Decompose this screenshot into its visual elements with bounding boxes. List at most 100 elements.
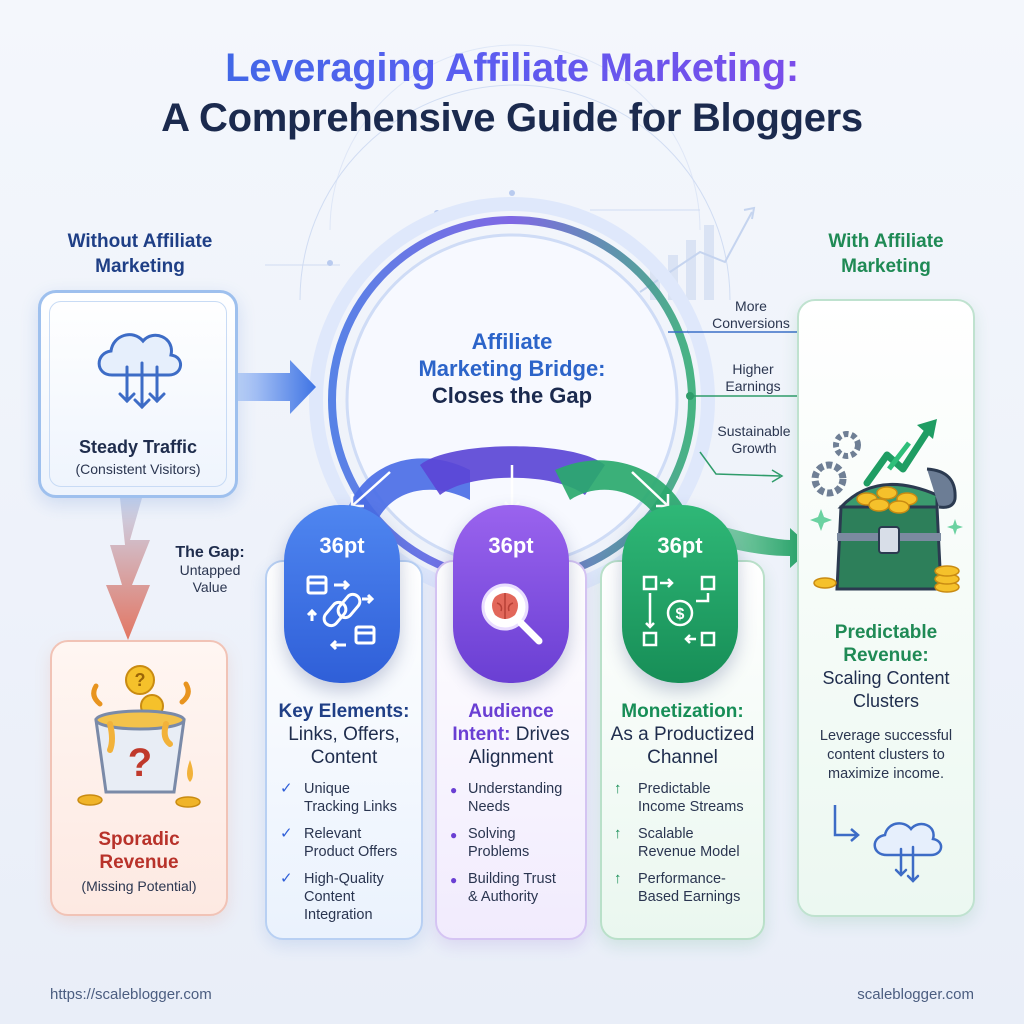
predictable-title-line-1: Predictable <box>834 622 938 643</box>
with-heading-line-1: With Affiliate <box>828 231 944 252</box>
bridge-title: Affiliate Marketing Bridge: Closes the G… <box>372 328 652 409</box>
audience-intent-badge: 36pt <box>453 505 569 683</box>
list-item-line: Needs <box>468 799 510 815</box>
svg-text:?: ? <box>135 670 146 690</box>
leaking-bucket-icon: ? ? <box>77 665 201 808</box>
bridge-line-1: Affiliate <box>471 329 553 354</box>
list-item-line: Revenue Model <box>638 844 740 860</box>
label-sust-line-1: Sustainable <box>717 423 791 439</box>
traffic-title: Steady Traffic <box>78 437 198 457</box>
list-item-line: Performance- <box>638 871 726 887</box>
steady-traffic-inner-frame <box>49 301 227 487</box>
check-circle-icon: ✓ <box>280 870 293 887</box>
list-item-line: Content <box>304 889 355 905</box>
predictable-body-line-1: Leverage successful <box>819 728 953 744</box>
arrow-up-icon: ↑ <box>614 780 622 797</box>
monetization-badge-label: 36pt <box>657 533 703 558</box>
list-item-line: Product Offers <box>304 844 398 860</box>
list-item-line: Tracking Links <box>304 799 397 815</box>
monetization-title-line-2: As a Productized <box>610 724 755 745</box>
list-item: ● Understanding Needs <box>450 780 585 816</box>
list-item: ✓ High-Quality Content Integration <box>280 870 420 924</box>
with-heading: With Affiliate Marketing <box>776 229 996 279</box>
without-heading: Without Affiliate Marketing <box>30 229 250 279</box>
footer-url-right[interactable]: scaleblogger.com <box>857 986 974 1003</box>
audience-intent-title-rest: Drives <box>515 724 570 745</box>
cloud-return-icon <box>833 805 943 883</box>
check-circle-icon: ✓ <box>280 825 293 842</box>
brain-search-icon <box>481 583 543 645</box>
list-item-line: Integration <box>304 907 373 923</box>
sporadic-revenue-card: ? ? Sporadic Revenue (Missing Potential) <box>50 640 228 916</box>
without-heading-line-1: Without Affiliate <box>67 231 213 252</box>
list-item-line: Problems <box>468 844 530 860</box>
key-elements-badge: 36pt <box>284 505 400 683</box>
sporadic-title: Sporadic Revenue <box>52 828 226 874</box>
list-item: ● Solving Problems <box>450 825 585 861</box>
predictable-sub-line-1: Scaling Content <box>822 668 950 688</box>
label-higher-line-1: Higher <box>732 361 774 377</box>
list-item: ● Building Trust & Authority <box>450 870 585 906</box>
list-item-line: High-Quality <box>304 871 384 887</box>
title-line-2: A Comprehensive Guide for Bloggers <box>161 96 863 140</box>
predictable-body: Leverage successful content clusters to … <box>799 727 973 784</box>
audience-intent-list: ● Understanding Needs ● Solving Problems… <box>450 780 585 915</box>
key-elements-title-line-2: Links, Offers, <box>288 724 400 745</box>
key-elements-title-line-3: Content <box>310 747 378 768</box>
arrow-up-icon: ↑ <box>614 825 622 842</box>
audience-intent-title-bold: Audience <box>468 701 554 722</box>
bullet-dot-icon: ● <box>450 783 458 797</box>
predictable-revenue-card: Predictable Revenue: Scaling Content Clu… <box>797 299 975 917</box>
audience-intent-title-line-3: Alignment <box>468 747 554 768</box>
list-item-line: Understanding <box>468 781 563 797</box>
list-item-line: Income Streams <box>638 799 744 815</box>
key-elements-list: ✓ Unique Tracking Links ✓ Relevant Produ… <box>280 780 420 933</box>
label-sust-line-2: Growth <box>731 440 777 456</box>
gap-title: The Gap: <box>175 544 245 561</box>
gap-sub-line-1: Untapped <box>179 562 241 578</box>
monetization-title-line-3: Channel <box>647 747 718 768</box>
bridge-line-3: Closes the Gap <box>431 383 593 408</box>
list-item-line: & Authority <box>468 889 539 905</box>
key-elements-badge-label: 36pt <box>319 533 365 558</box>
svg-text:?: ? <box>128 741 152 785</box>
sporadic-subtitle: (Missing Potential) <box>81 878 197 894</box>
with-heading-line-2: Marketing <box>841 256 931 277</box>
monetization-badge: 36pt $ <box>622 505 738 683</box>
monetization-list: ↑ Predictable Income Streams ↑ Scalable … <box>614 780 764 915</box>
cloud-download-icon <box>97 333 182 410</box>
list-item-line: Scalable <box>638 826 694 842</box>
gap-label: The Gap: Untapped Value <box>150 544 270 596</box>
without-heading-line-2: Marketing <box>95 256 185 277</box>
label-higher-line-2: Earnings <box>725 378 781 394</box>
label-higher-earnings: Higher Earnings <box>710 361 796 395</box>
predictable-title-line-2: Revenue: <box>843 645 929 666</box>
list-item: ↑ Predictable Income Streams <box>614 780 764 816</box>
predictable-body-line-2: content clusters to <box>827 747 945 763</box>
list-item: ✓ Unique Tracking Links <box>280 780 420 816</box>
label-more-conversions: More Conversions <box>706 298 796 332</box>
list-item: ✓ Relevant Product Offers <box>280 825 420 861</box>
traffic-subtitle: (Consistent Visitors) <box>75 461 201 477</box>
key-elements-title-bold: Key Elements: <box>278 701 410 722</box>
chain-link-icon <box>306 575 376 651</box>
list-item: ↑ Performance- Based Earnings <box>614 870 764 906</box>
audience-intent-title: Audience Intent: Drives Alignment <box>435 700 587 769</box>
list-item-line: Predictable <box>638 781 711 797</box>
list-item-line: Solving <box>468 826 516 842</box>
predictable-subtitle: Scaling Content Clusters <box>799 667 973 713</box>
predictable-body-line-3: maximize income. <box>827 766 945 782</box>
bullet-dot-icon: ● <box>450 873 458 887</box>
label-more-line-1: More <box>735 298 767 314</box>
predictable-sub-line-2: Clusters <box>852 691 919 711</box>
key-elements-title: Key Elements: Links, Offers, Content <box>265 700 423 769</box>
list-item-line: Relevant <box>304 826 362 842</box>
monetization-title-bold: Monetization: <box>621 701 744 722</box>
list-item: ↑ Scalable Revenue Model <box>614 825 764 861</box>
gap-sub-line-2: Value <box>192 579 228 595</box>
bullet-dot-icon: ● <box>450 828 458 842</box>
footer-url-left[interactable]: https://scaleblogger.com <box>50 986 212 1003</box>
title-line-1: Leveraging Affiliate Marketing: <box>40 46 984 91</box>
